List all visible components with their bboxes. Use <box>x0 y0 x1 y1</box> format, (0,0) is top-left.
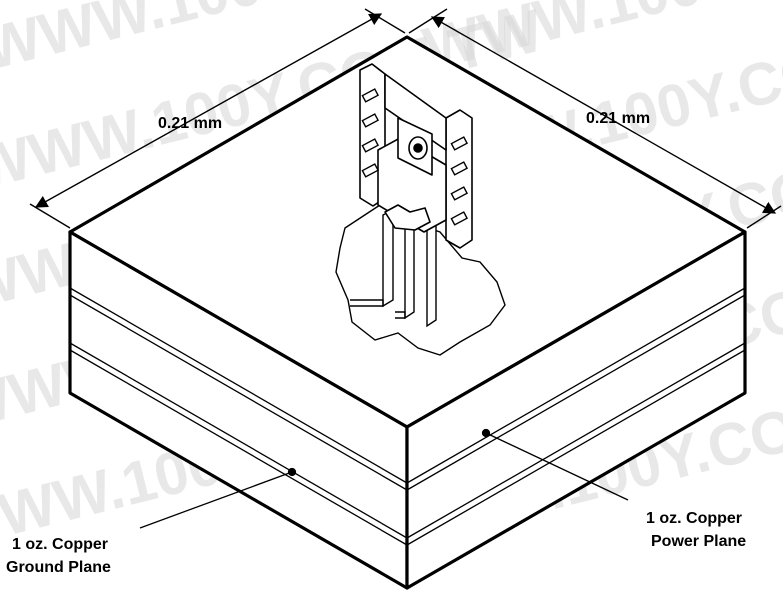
dimension-label-left: 0.21 mm <box>158 115 222 132</box>
ground-plane-label: 1 oz. Copper Ground Plane <box>6 536 111 576</box>
extension-line <box>29 203 71 229</box>
ground-plane-line-lower <box>69 349 408 546</box>
power-plane-line-lower <box>406 294 746 491</box>
ground-plane-dot <box>287 467 297 477</box>
power-plane-label-line2: Power Plane <box>651 533 746 550</box>
dimension-line-left <box>34 13 383 208</box>
device-lower-tab <box>384 204 431 231</box>
power-plane-line-lower <box>69 294 408 491</box>
power-plane-line-upper <box>69 287 408 484</box>
ground-plane-line-lower <box>406 349 746 546</box>
dimension-label-right: 0.21 mm <box>586 110 650 127</box>
pcb-right-face <box>405 230 747 590</box>
copper-pad <box>335 204 506 356</box>
heatsink-right-fin <box>445 109 473 249</box>
power-plane-leader <box>485 432 629 501</box>
component-leads <box>350 208 437 328</box>
lead <box>404 216 415 320</box>
power-plane-label-line1: 1 oz. Copper <box>646 510 742 527</box>
ground-plane-line-upper <box>69 342 408 539</box>
lead-foot <box>395 311 406 319</box>
extension-line <box>746 205 782 229</box>
lead <box>382 208 394 308</box>
fin-slot <box>450 211 469 226</box>
ground-plane-line-upper <box>406 342 746 539</box>
copper-plane-lines <box>69 287 746 546</box>
dimension-line-right <box>430 16 777 214</box>
extension-line <box>408 8 448 34</box>
lead-foot <box>350 299 384 307</box>
power-plane-line-upper <box>406 287 746 484</box>
callouts <box>139 428 629 529</box>
lead <box>426 223 437 328</box>
dimension-lines <box>29 8 782 229</box>
power-plane-label: 1 oz. Copper Power Plane <box>646 510 746 550</box>
extension-line <box>364 8 406 34</box>
mounting-screw-head <box>413 143 423 153</box>
ground-plane-leader <box>139 471 293 529</box>
power-plane-dot <box>481 428 491 438</box>
ground-plane-label-line2: Ground Plane <box>6 559 111 576</box>
ground-plane-label-line1: 1 oz. Copper <box>12 536 108 553</box>
